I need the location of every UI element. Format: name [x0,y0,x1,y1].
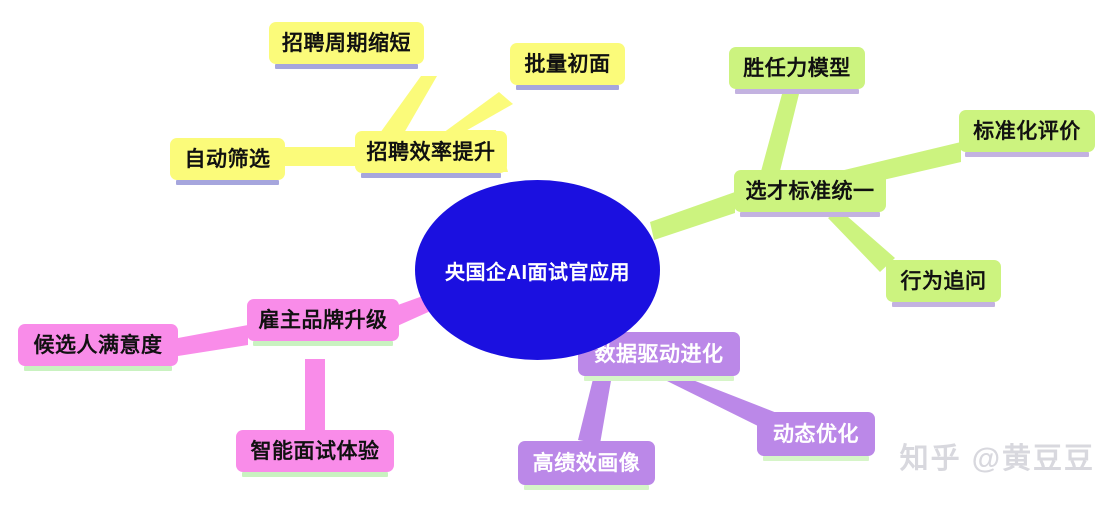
leaf-node-high-performer-profile-label: 高绩效画像 [532,451,641,475]
branch-node-recruit-efficiency-label: 招聘效率提升 [366,140,496,164]
edge-employer-to-candidate-satisfaction [178,325,248,356]
leaf-node-auto-filter[interactable]: 自动筛选 [170,138,285,185]
edge-selection-to-behavior-probe [828,210,895,272]
branch-node-employer-brand-label: 雇主品牌升级 [258,308,388,332]
edge-recruit-to-auto-filter [285,147,355,166]
watermark: 知乎 @黄豆豆 [899,443,1095,475]
root-node[interactable]: 央国企AI面试官应用 [415,180,660,360]
branch-node-data-driven-label: 数据驱动进化 [594,342,724,366]
edge-recruit-to-cycle-shorten [380,76,437,133]
leaf-node-standard-eval-label: 标准化评价 [973,119,1081,143]
leaf-node-candidate-satisfaction[interactable]: 候选人满意度 [18,324,178,371]
edge-data-to-dynamic-optimize [665,375,782,432]
edge-employer-to-smart-interview-exp [305,359,325,432]
leaf-node-smart-interview-exp-label: 智能面试体验 [250,439,380,463]
leaf-node-dynamic-optimize-label: 动态优化 [773,422,859,446]
leaf-node-cycle-shorten[interactable]: 招聘周期缩短 [269,22,424,69]
branch-node-employer-brand[interactable]: 雇主品牌升级 [247,299,399,346]
leaf-node-auto-filter-label: 自动筛选 [184,147,271,171]
leaf-node-candidate-satisfaction-label: 候选人满意度 [33,333,163,357]
leaf-node-competency-model-label: 胜任力模型 [743,56,851,80]
edge-recruit-to-batch-screen [443,92,513,133]
branch-node-selection-standard-label: 选才标准统一 [745,179,875,203]
root-node-label: 央国企AI面试官应用 [445,261,630,284]
branch-node-selection-standard[interactable]: 选才标准统一 [734,170,886,217]
leaf-node-batch-screen[interactable]: 批量初面 [510,43,625,90]
branch-node-recruit-efficiency[interactable]: 招聘效率提升 [355,131,507,178]
leaf-node-standard-eval[interactable]: 标准化评价 [959,110,1095,157]
leaf-node-dynamic-optimize[interactable]: 动态优化 [757,412,875,461]
leaf-node-smart-interview-exp[interactable]: 智能面试体验 [236,430,394,477]
edge-data-to-high-performer-profile [578,375,612,444]
leaf-node-batch-screen-label: 批量初面 [524,52,611,76]
edge-selection-to-competency-model [760,94,799,175]
leaf-node-high-performer-profile[interactable]: 高绩效画像 [518,441,655,490]
leaf-node-behavior-probe[interactable]: 行为追问 [886,260,1001,307]
edge-root-to-selection-standard [650,192,735,240]
leaf-node-behavior-probe-label: 行为追问 [900,269,987,293]
leaf-node-competency-model[interactable]: 胜任力模型 [729,47,865,94]
leaf-node-cycle-shorten-label: 招聘周期缩短 [282,31,411,55]
